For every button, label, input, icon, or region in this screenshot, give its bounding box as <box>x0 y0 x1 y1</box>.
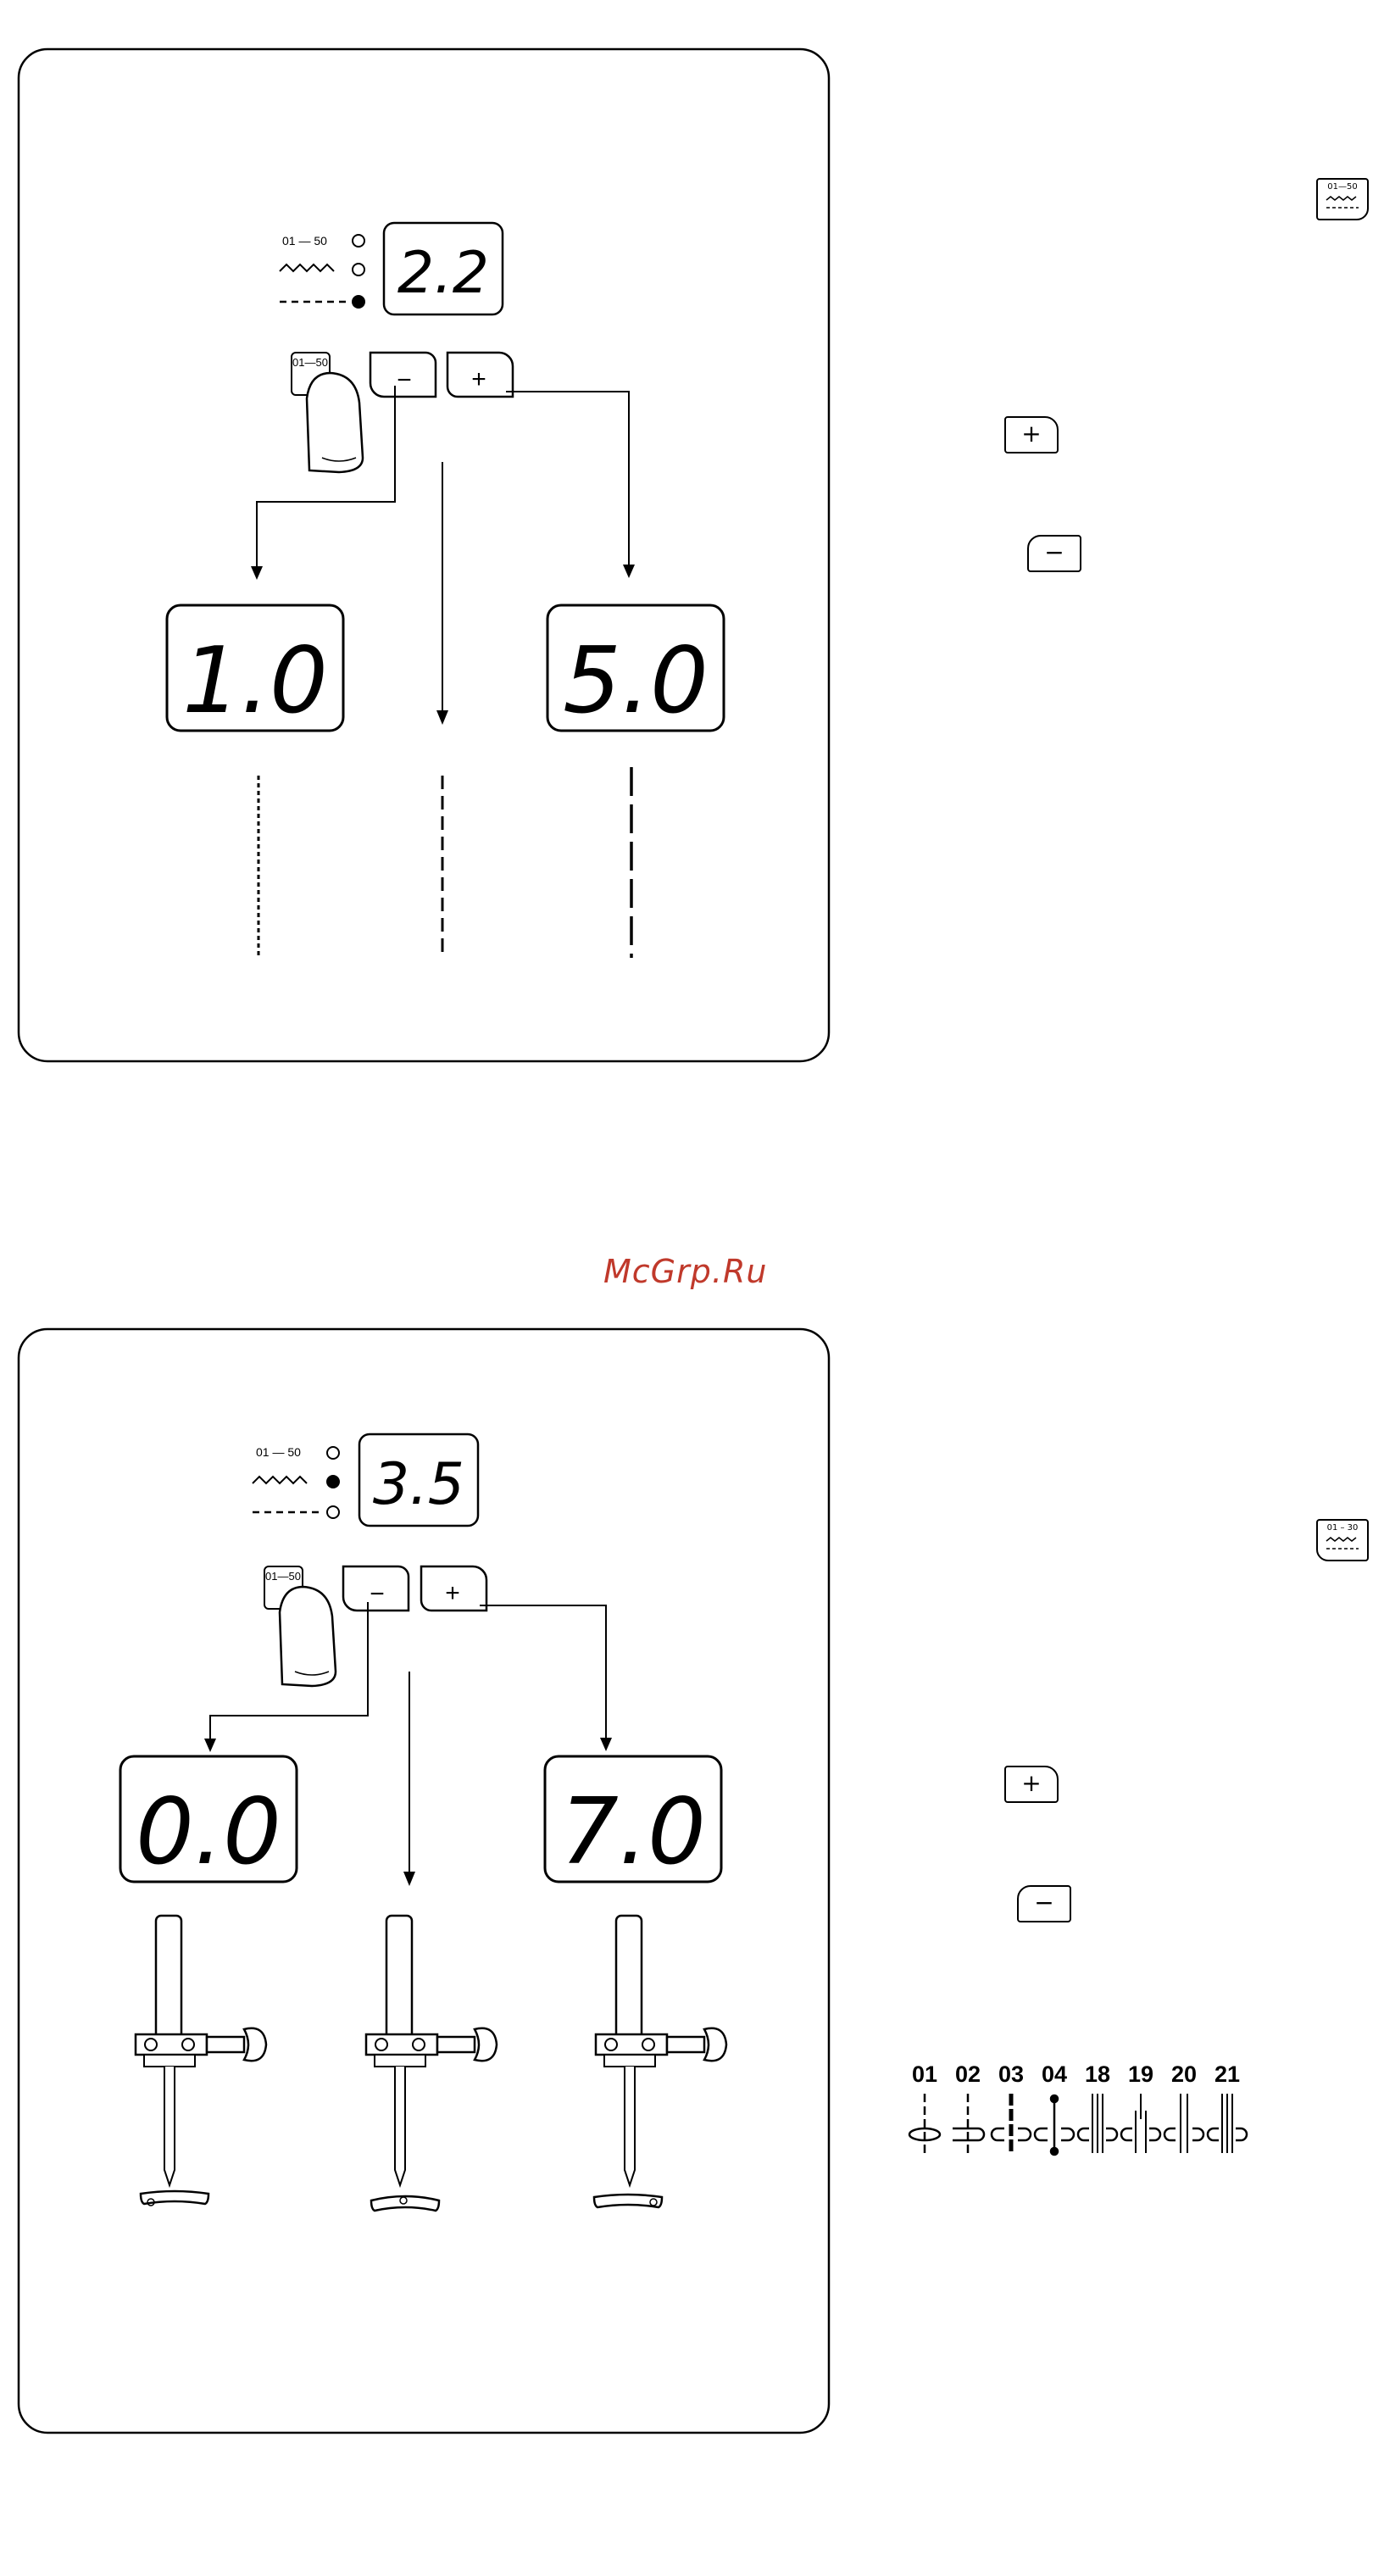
result-lcd-max-value: 5.0 <box>563 628 709 734</box>
indicator-width-led <box>326 1475 340 1488</box>
plus-key-side-top[interactable]: + <box>1004 416 1059 453</box>
indicator-length-led <box>352 295 365 309</box>
minus-key-side-top[interactable]: − <box>1027 535 1081 572</box>
result-lcd-max-value: 7.0 <box>560 1779 706 1885</box>
indicator-length-led <box>327 1506 339 1518</box>
stitch-pattern-icon <box>1121 2094 1160 2153</box>
zigzag-icon <box>280 264 334 271</box>
mode-key-label: 01—50 <box>292 356 328 369</box>
stitch-number: 20 <box>1171 2061 1197 2087</box>
result-lcd-min-value: 0.0 <box>136 1779 281 1885</box>
mode-key-label: 01—50 <box>265 1570 301 1583</box>
plus-key-side-label: + <box>1006 1769 1057 1797</box>
stitch-number: 03 <box>998 2061 1024 2087</box>
minus-key-label: − <box>397 366 412 394</box>
stitch-mode-key-top[interactable]: 01—50 <box>1316 178 1369 220</box>
plus-key-side-bottom[interactable]: + <box>1004 1766 1059 1803</box>
stitch-number: 01 <box>912 2061 937 2087</box>
minus-key-side-bottom[interactable]: − <box>1017 1885 1071 1922</box>
plus-key-label: + <box>471 365 486 393</box>
indicator-range-led <box>353 235 364 247</box>
minus-key-side-label: − <box>1029 538 1080 566</box>
arrow-increase <box>480 1605 606 1739</box>
arrow-increase <box>506 392 629 566</box>
stitch-pattern-legend: 01 02 03 04 18 19 20 21 <box>903 2060 1276 2174</box>
mode-range-label: 01 — 50 <box>282 234 327 248</box>
panel-frame <box>19 49 829 1061</box>
needle-position-left <box>136 1916 266 2206</box>
watermark: McGrp.Ru <box>603 1253 767 1290</box>
needle-position-center <box>366 1916 497 2211</box>
stitch-number: 19 <box>1128 2061 1153 2087</box>
stitch-number: 21 <box>1214 2061 1240 2087</box>
needle-position-right <box>594 1916 726 2207</box>
stitch-mode-key-bottom[interactable]: 01 – 30 <box>1316 1519 1369 1561</box>
stitch-pattern-icon <box>1078 2094 1117 2153</box>
panel-stitch-width: 01 — 50 3.5 01—50 − + 0.0 7.0 <box>0 1305 848 2462</box>
stitch-number: 18 <box>1085 2061 1110 2087</box>
minus-key-side-label: − <box>1019 1889 1070 1917</box>
panel-stitch-length: 01 — 50 2.2 01—50 − + 1.0 5.0 <box>0 0 848 1098</box>
stitch-number: 02 <box>955 2061 981 2087</box>
stitch-pattern-icon <box>992 2094 1031 2153</box>
finger-icon <box>307 373 363 472</box>
mode-range-label: 01 — 50 <box>256 1445 301 1459</box>
minus-key-label: − <box>370 1580 385 1608</box>
stitch-pattern-icon <box>1164 2094 1203 2153</box>
stitch-pattern-icon <box>1035 2095 1074 2155</box>
zigzag-icon <box>253 1477 307 1483</box>
stitch-pattern-icon <box>1208 2094 1247 2153</box>
stitch-pattern-icon <box>953 2094 984 2153</box>
indicator-range-led <box>327 1447 339 1459</box>
stitch-pattern-icon <box>909 2094 940 2153</box>
lcd-value: 3.5 <box>373 1451 464 1518</box>
result-lcd-min-value: 1.0 <box>182 628 328 734</box>
plus-key-side-label: + <box>1006 420 1057 448</box>
lcd-value: 2.2 <box>397 240 489 307</box>
indicator-width-led <box>353 264 364 275</box>
stitch-number: 04 <box>1042 2061 1067 2087</box>
finger-icon <box>280 1587 336 1686</box>
plus-key-label: + <box>445 1579 460 1607</box>
